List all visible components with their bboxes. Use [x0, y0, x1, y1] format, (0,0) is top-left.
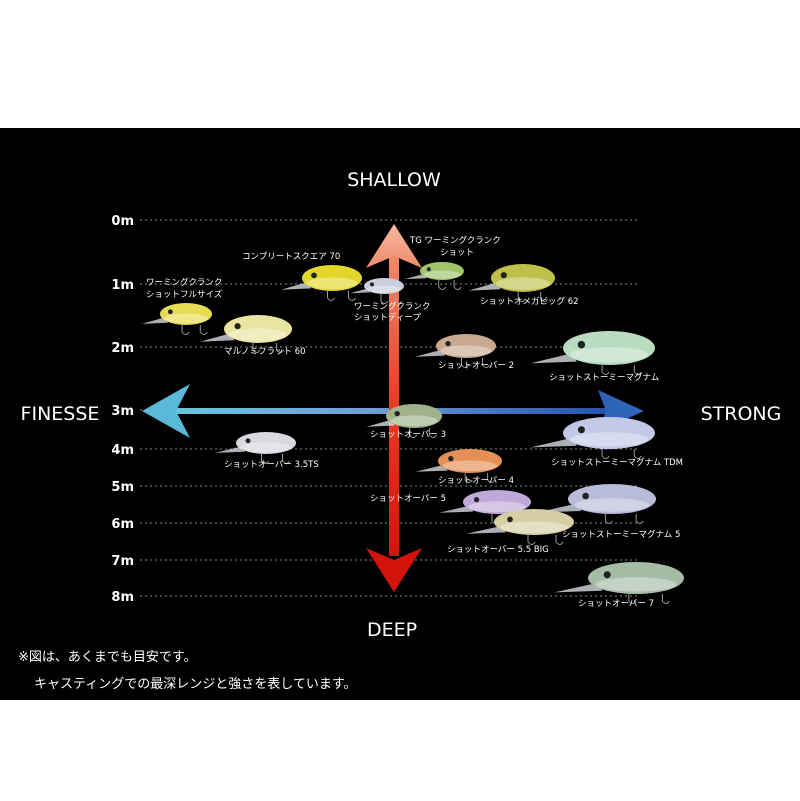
lure-icon-15	[554, 562, 684, 604]
depth-arrow	[366, 224, 422, 592]
lure-icon-8	[366, 404, 442, 438]
lure-label-3a: ワーミングクランク	[354, 301, 430, 312]
depth-labels: 0m 1m 2m 3m 4m 5m 6m 7m 8m	[111, 214, 134, 605]
lure-icon-13	[537, 484, 656, 524]
lure-label-13: ショットストーミーマグナム 5	[562, 529, 680, 540]
lure-label-10: ショットストーミーマグナム TDM	[551, 457, 683, 468]
depth-label-1m: 1m	[111, 278, 134, 293]
depth-label-3m: 3m	[111, 404, 134, 419]
lure-label-1b: ショット	[440, 248, 474, 258]
lure-label-2b: ショットフルサイズ	[146, 289, 223, 300]
lure-labels: コンプリートスクエア 70 TG ワーミングクランク ショット ワーミングクラン…	[146, 235, 683, 609]
lure-label-7: ショットストーミーマグナム	[549, 372, 659, 383]
lure-icon-2	[141, 303, 212, 335]
axis-deep: DEEP	[367, 619, 417, 641]
depth-label-6m: 6m	[111, 517, 134, 532]
depth-label-5m: 5m	[111, 480, 134, 495]
lure-icon-14	[466, 509, 574, 545]
lure-icon-7	[530, 331, 655, 375]
lure-label-6: ショットオーバー 2	[438, 361, 514, 371]
lure-icon-9	[215, 432, 296, 464]
lure-label-9: ショットオーバー 3.5TS	[224, 460, 319, 470]
depth-label-4m: 4m	[111, 443, 134, 458]
lure-label-3b: ショットディープ	[354, 312, 421, 323]
axis-strong: STRONG	[701, 403, 782, 425]
lure-label-2a: ワーミングクランク	[146, 277, 222, 288]
lure-icon-1	[404, 262, 464, 290]
up-arrowhead	[366, 224, 422, 268]
lure-label-0: コンプリートスクエア 70	[242, 252, 340, 262]
lure-icon-0	[281, 265, 362, 301]
lure-label-12: ショットオーバー 5	[370, 494, 446, 504]
lure-label-14: ショットオーバー 5.5 BIG	[447, 545, 549, 555]
lure-icon-12	[439, 490, 531, 524]
lure-icons	[141, 262, 684, 604]
axis-finesse: FINESSE	[21, 403, 100, 425]
lure-icon-3	[350, 278, 404, 304]
depth-label-0m: 0m	[111, 214, 134, 229]
lure-label-8: ショットオーバー 3	[370, 430, 446, 440]
lure-icon-4	[468, 264, 555, 302]
lure-label-11: ショットオーバー 4	[438, 476, 514, 486]
depth-label-7m: 7m	[111, 554, 134, 569]
lure-label-15: ショットオーバー 7	[578, 599, 654, 609]
down-arrowhead	[366, 548, 422, 592]
lure-label-1a: TG ワーミングクランク	[409, 235, 501, 246]
lure-icon-5	[200, 315, 292, 353]
axis-shallow: SHALLOW	[347, 169, 441, 191]
lure-label-5: マルノミフラット 60	[224, 347, 306, 357]
depth-label-2m: 2m	[111, 341, 134, 356]
note-line-2: キャスティングでの最深レンジと強さを表しています。	[34, 677, 357, 692]
depth-label-8m: 8m	[111, 590, 134, 605]
lure-label-4: ショットオメガビッグ 62	[480, 296, 579, 307]
lure-icon-11	[415, 449, 502, 483]
note-line-1: ※図は、あくまでも目安です。	[18, 650, 197, 665]
lure-icon-6	[415, 334, 496, 368]
left-arrowhead	[142, 384, 190, 438]
lure-icon-10	[530, 417, 655, 459]
